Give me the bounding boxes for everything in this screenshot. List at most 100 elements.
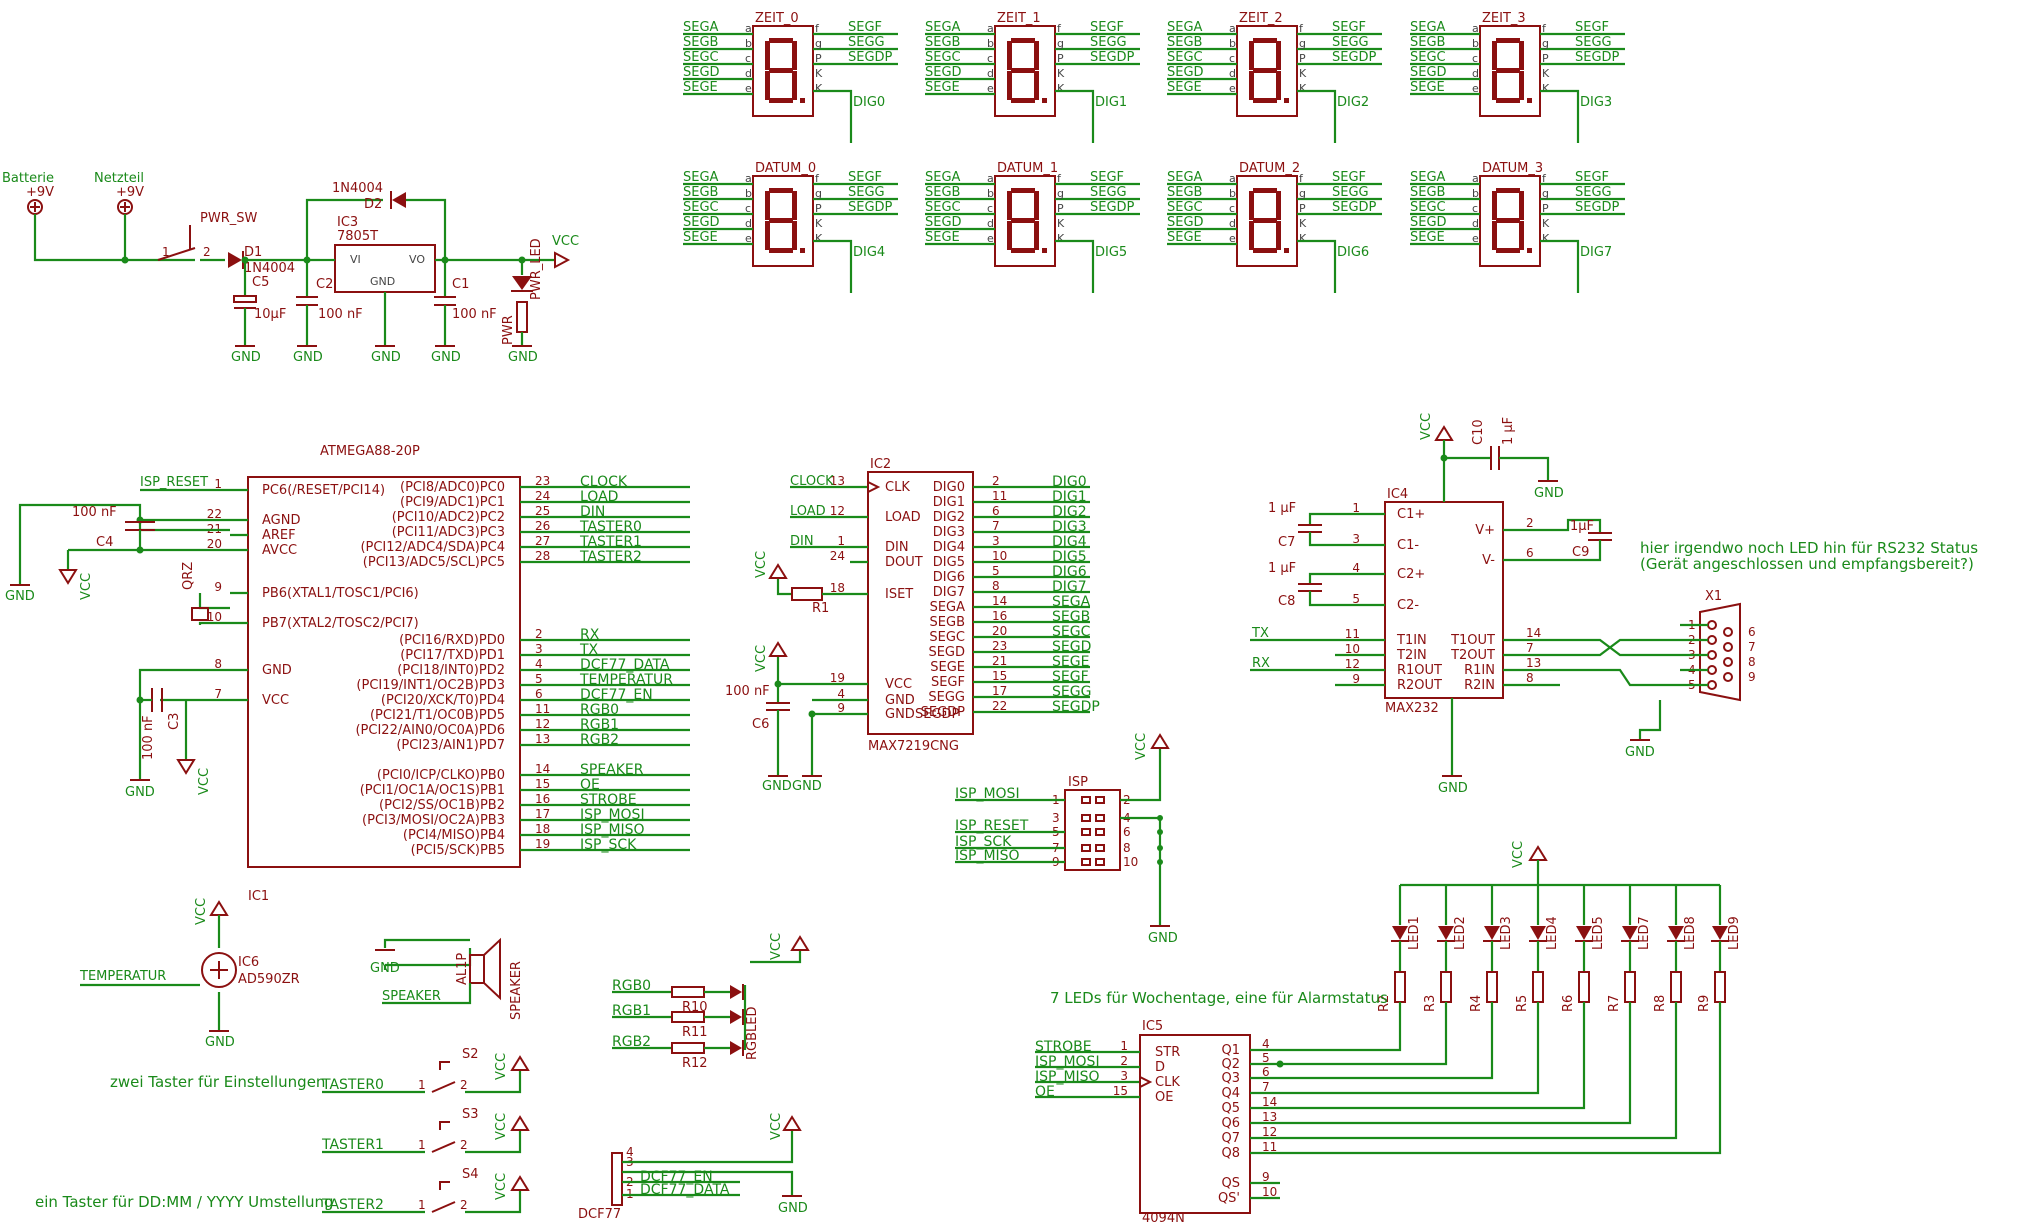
svg-text:c: c xyxy=(987,52,993,65)
net-label: DIG3 xyxy=(1052,519,1087,535)
button-ref: S4 xyxy=(462,1167,479,1182)
segment-net-label: SEGDP xyxy=(1575,200,1620,215)
svg-text:7: 7 xyxy=(1526,641,1534,655)
display-name: ZEIT_1 xyxy=(997,11,1041,26)
speaker-icon xyxy=(483,937,501,1001)
svg-text:2: 2 xyxy=(460,1198,468,1212)
led-icon xyxy=(1712,926,1728,940)
dcf77-connector xyxy=(611,1152,623,1206)
segment xyxy=(769,98,793,103)
net-label: SEGB xyxy=(1052,609,1090,625)
segment xyxy=(1249,221,1254,250)
net-label: SEGC xyxy=(1052,624,1091,640)
segment-net-label: SEGE xyxy=(683,230,718,245)
mcu-pin-label: (PCI23/AIN1)PD7 xyxy=(396,738,505,753)
rgb-net-label: RGB1 xyxy=(612,1003,651,1019)
svg-text:5: 5 xyxy=(1262,1051,1270,1065)
power-switch-label: PWR_SW xyxy=(200,211,257,226)
svg-text:C5: C5 xyxy=(252,275,269,290)
svg-text:PWR_LED: PWR_LED xyxy=(529,238,544,300)
led-label: LED4 xyxy=(1545,916,1560,950)
ad590-symbol xyxy=(201,952,237,988)
net-label: ISP_MISO xyxy=(580,822,645,838)
svg-text:8: 8 xyxy=(992,579,1000,593)
mcu-pin-label: PB7(XTAL2/TOSC2/PCI7) xyxy=(262,616,419,631)
rs232-note-line1: hier irgendwo noch LED hin für RS232 Sta… xyxy=(1640,539,1978,557)
segment xyxy=(1496,68,1520,73)
segment-net-label: SEGE xyxy=(683,80,718,95)
svg-text:7: 7 xyxy=(992,519,1000,533)
svg-text:1: 1 xyxy=(214,477,222,491)
max232-pin-label: T2IN xyxy=(1396,648,1427,663)
svg-text:4: 4 xyxy=(626,1145,634,1159)
segment-net-label: SEGD xyxy=(1410,65,1447,80)
svg-text:6: 6 xyxy=(992,504,1000,518)
shift-pin-label: D xyxy=(1155,1060,1165,1075)
svg-text:d: d xyxy=(987,217,994,230)
max7219-pin-label: DIG5 xyxy=(933,555,965,570)
gnd-label: GND xyxy=(431,350,461,365)
segment-net-label: SEGB xyxy=(683,185,718,200)
svg-text:K: K xyxy=(1057,232,1065,245)
digit-net-label: DIG6 xyxy=(1337,245,1369,260)
net-label: ISP_MOSI xyxy=(1035,1054,1100,1070)
svg-text:13: 13 xyxy=(535,732,550,746)
svg-text:GND: GND xyxy=(1534,486,1564,501)
svg-text:P: P xyxy=(1542,52,1549,65)
svg-text:3: 3 xyxy=(1352,532,1360,546)
net-label: CLOCK xyxy=(580,474,628,490)
led-icon xyxy=(1576,926,1592,940)
svg-text:e: e xyxy=(987,232,994,245)
svg-text:ISP: ISP xyxy=(1068,775,1088,790)
mcu-pin-label: (PCI19/INT1/OC2B)PD3 xyxy=(356,678,505,693)
segment xyxy=(1492,41,1497,70)
svg-text:7: 7 xyxy=(214,687,222,701)
svg-text:P: P xyxy=(1057,52,1064,65)
segment-net-label: SEGC xyxy=(925,50,961,65)
svg-text:1: 1 xyxy=(418,1078,426,1092)
max7219-pin-label: SEGA xyxy=(930,600,966,615)
svg-text:C7: C7 xyxy=(1278,535,1295,550)
svg-text:g: g xyxy=(1299,187,1306,200)
max232-pin-label: V+ xyxy=(1475,523,1495,538)
segment-net-label: SEGG xyxy=(848,35,885,50)
digit-net-label: DIG2 xyxy=(1337,95,1369,110)
resistor-label: R5 xyxy=(1515,995,1530,1012)
net-label: ISP_MOSI xyxy=(580,807,645,823)
svg-text:IC5: IC5 xyxy=(1142,1019,1163,1034)
display-name: DATUM_1 xyxy=(997,161,1058,176)
svg-text:VCC: VCC xyxy=(754,551,769,578)
segment-net-label: SEGD xyxy=(1167,65,1204,80)
svg-text:c: c xyxy=(1229,202,1235,215)
svg-text:d: d xyxy=(1472,217,1479,230)
mcu-pin-label: (PCI10/ADC2)PC2 xyxy=(392,510,505,525)
svg-text:e: e xyxy=(1229,82,1236,95)
svg-text:18: 18 xyxy=(830,581,845,595)
svg-text:23: 23 xyxy=(535,474,550,488)
shift-pin-label: Q5 xyxy=(1221,1101,1240,1116)
svg-text:b: b xyxy=(745,187,752,200)
svg-text:P: P xyxy=(1299,52,1306,65)
weekday-led-array: VCC LED1R2LED2R3LED3R4LED4R5LED5R6LED7R7… xyxy=(1050,841,1742,1012)
svg-text:d: d xyxy=(987,67,994,80)
svg-text:VCC: VCC xyxy=(1134,733,1149,760)
segment xyxy=(1034,41,1039,70)
rs232-note-line2: (Gerät angeschlossen und empfangsbereit?… xyxy=(1640,555,1974,573)
svg-text:g: g xyxy=(1542,37,1549,50)
max7219-pin-label: DIN xyxy=(885,540,909,555)
svg-text:TX: TX xyxy=(1251,626,1269,641)
gnd-label: GND xyxy=(371,350,401,365)
svg-text:a: a xyxy=(1229,22,1236,35)
segment-net-label: SEGA xyxy=(1410,20,1446,35)
svg-text:11: 11 xyxy=(1262,1140,1277,1154)
display-name: DATUM_0 xyxy=(755,161,816,176)
svg-text:14: 14 xyxy=(1526,626,1541,640)
led-icon xyxy=(1622,926,1638,940)
svg-text:VCC: VCC xyxy=(494,1113,509,1140)
